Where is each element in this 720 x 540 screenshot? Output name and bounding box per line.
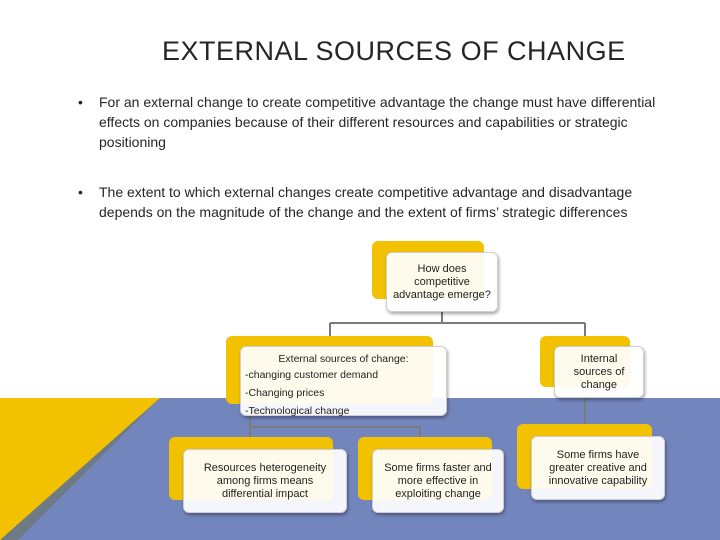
node-resources-text: Resources heterogeneity among firms mean…: [183, 449, 347, 513]
connector-root: [329, 312, 586, 336]
external-item: -changing customer demand: [245, 369, 379, 381]
bullet-marker: •: [78, 184, 83, 200]
bullet-item: • The extent to which external changes c…: [78, 182, 668, 222]
bullet-marker: •: [78, 94, 83, 110]
node-firms-faster-text: Some firms faster and more effective in …: [372, 449, 504, 513]
external-item: -Technological change: [245, 405, 350, 417]
node-root-text: How does competitive advantage emerge?: [386, 252, 498, 312]
bullet-text: For an external change to create competi…: [99, 94, 656, 150]
node-capability-text: Some firms have greater creative and inn…: [531, 436, 665, 500]
node-internal-text: Internal sources of change: [554, 346, 644, 398]
bullet-text: The extent to which external changes cre…: [99, 184, 633, 220]
slide-title: EXTERNAL SOURCES OF CHANGE: [162, 36, 626, 66]
external-heading: External sources of change:: [278, 353, 409, 365]
external-item: -Changing prices: [245, 387, 325, 399]
bullet-list: • For an external change to create compe…: [78, 92, 668, 222]
connector-external: [249, 415, 421, 437]
yellow-triangle: [0, 398, 160, 540]
bullet-item: • For an external change to create compe…: [78, 92, 668, 152]
